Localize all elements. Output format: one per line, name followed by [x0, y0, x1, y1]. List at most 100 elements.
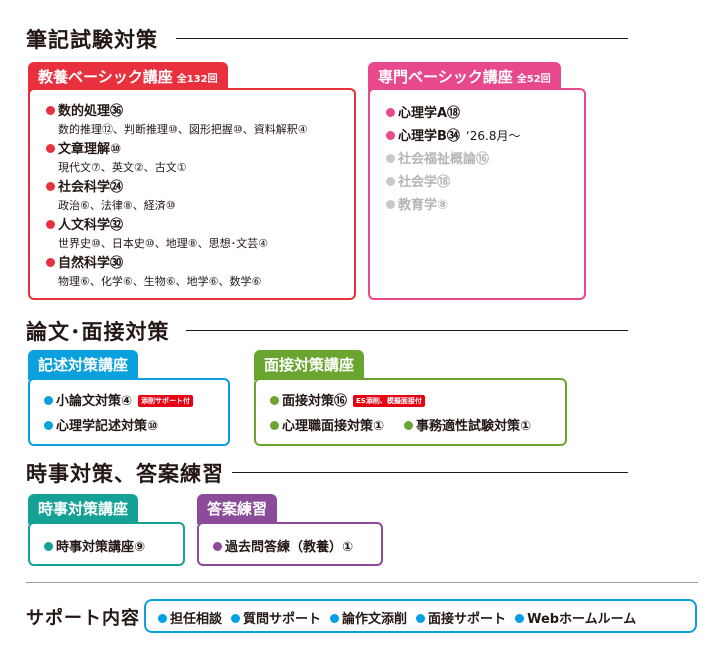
kijutsu-title: 記述対策講座: [38, 356, 129, 374]
toan-item-name: 過去問答練（教養）①: [225, 540, 354, 555]
kyoyo-group-detail: 政治⑥、法律⑧、経済⑩: [58, 199, 176, 212]
senmon-title: 専門ベーシック講座: [378, 68, 513, 86]
kyoyo-box: 数的処理㊱ 数的推理⑫、判断推理⑩、図形把握⑩、資料解釈④ 文章理解⑩ 現代文⑦…: [28, 88, 356, 300]
toan-box: 過去問答練（教養）①: [197, 522, 383, 566]
bullet-icon: [46, 258, 55, 267]
kyoyo-group-name: 文章理解⑩: [58, 142, 122, 157]
kyoyo-group-detail: 世界史⑩、日本史⑩、地理⑧、思想･文芸④: [58, 237, 268, 250]
senmon-item: 社会学⑱: [386, 171, 450, 190]
kijutsu-item-name: 心理学記述対策⑩: [56, 419, 159, 434]
bullet-icon: [44, 542, 53, 551]
kijutsu-item: 心理学記述対策⑩: [44, 415, 158, 434]
mensetsu-item-name: 事務適性試験対策①: [416, 419, 532, 434]
senmon-item: 心理学B㉞‘26.8月～: [386, 125, 520, 144]
kyoyo-title: 教養ベーシック講座: [38, 68, 173, 86]
mensetsu-item-name: 面接対策⑯: [282, 394, 348, 409]
kyoyo-group: 数的処理㊱: [46, 100, 123, 119]
toan-item: 過去問答練（教養）①: [213, 536, 353, 555]
support-item-label: 面接サポート: [428, 612, 507, 627]
kyoyo-group-name: 数的処理㊱: [58, 104, 124, 119]
support-tag: 添削サポート付: [138, 395, 194, 407]
toan-title: 答案練習: [207, 500, 268, 518]
kyoyo-group: 社会科学㉔: [46, 176, 123, 195]
mensetsu-tab: 面接対策講座: [254, 350, 365, 380]
kyoyo-group-name: 自然科学㉚: [58, 256, 124, 271]
bullet-icon: [44, 396, 53, 405]
kijutsu-item: 小論文対策④ 添削サポート付: [44, 390, 194, 409]
bullet-icon: [515, 614, 525, 623]
jiji-item-name: 時事対策講座⑨: [56, 540, 146, 555]
bullet-icon: [46, 106, 55, 115]
support-item: 担任相談: [158, 608, 222, 627]
bullet-icon: [158, 614, 167, 623]
mensetsu-item: 事務適性試験対策①: [404, 415, 531, 434]
senmon-box: 心理学A⑱ 心理学B㉞‘26.8月～ 社会福祉概論⑯ 社会学⑱ 教育学⑧: [368, 88, 586, 300]
support-item-label: 質問サポート: [243, 612, 322, 627]
kyoyo-group: 文章理解⑩: [46, 138, 121, 157]
kyoyo-group: 自然科学㉚: [46, 252, 123, 271]
section-title-essay: 論文･面接対策: [26, 320, 170, 344]
support-item: 質問サポート: [231, 608, 321, 627]
senmon-item-name: 教育学⑧: [398, 198, 449, 213]
bullet-icon: [416, 614, 426, 623]
divider: [26, 582, 698, 583]
kyoyo-group-detail: 現代文⑦、英文②、古文①: [58, 161, 187, 174]
bullet-icon: [330, 614, 340, 623]
senmon-item-name: 社会福祉概論⑯: [398, 152, 490, 167]
kyoyo-group: 人文科学㉜: [46, 214, 123, 233]
support-label: サポート内容: [26, 608, 140, 629]
bullet-icon: [46, 220, 55, 229]
bullet-icon: [386, 154, 395, 163]
mensetsu-item: 面接対策⑯ ES添削、模擬面接付: [270, 390, 425, 409]
kyoyo-group-name: 人文科学㉜: [58, 218, 124, 233]
toan-tab: 答案練習: [197, 494, 278, 524]
bullet-icon: [44, 421, 53, 430]
section-rule: [176, 38, 628, 39]
bullet-icon: [213, 542, 222, 551]
support-item-label: Webホームルーム: [527, 612, 637, 627]
mensetsu-title: 面接対策講座: [264, 356, 355, 374]
kyoyo-count: 全132回: [176, 74, 218, 85]
senmon-item: 心理学A⑱: [386, 102, 460, 121]
bullet-icon: [231, 614, 241, 623]
support-box: 担任相談 質問サポート 論作文添削 面接サポート Webホームルーム: [144, 599, 697, 633]
section-rule: [232, 472, 628, 473]
mensetsu-item-name: 心理職面接対策①: [282, 419, 385, 434]
kijutsu-box: 小論文対策④ 添削サポート付 心理学記述対策⑩: [28, 378, 230, 446]
support-item-label: 論作文添削: [342, 612, 408, 627]
bullet-icon: [404, 421, 413, 430]
kyoyo-group-detail: 物理⑥、化学⑥、生物⑥、地学⑥、数学⑥: [58, 275, 262, 288]
support-item-label: 担任相談: [170, 612, 223, 627]
bullet-icon: [386, 200, 395, 209]
bullet-icon: [270, 421, 279, 430]
jiji-title: 時事対策講座: [38, 500, 129, 518]
kijutsu-item-name: 小論文対策④: [56, 394, 133, 409]
support-item: 論作文添削: [330, 608, 407, 627]
section-title-written: 筆記試験対策: [26, 28, 158, 52]
bullet-icon: [46, 144, 55, 153]
bullet-icon: [46, 182, 55, 191]
jiji-item: 時事対策講座⑨: [44, 536, 145, 555]
senmon-item: 社会福祉概論⑯: [386, 148, 489, 167]
jiji-box: 時事対策講座⑨: [28, 522, 185, 566]
kyoyo-group-detail: 数的推理⑫、判断推理⑩、図形把握⑩、資料解釈④: [58, 123, 308, 136]
senmon-item: 教育学⑧: [386, 194, 448, 213]
section-rule: [186, 330, 628, 331]
jiji-tab: 時事対策講座: [28, 494, 139, 524]
mensetsu-item: 心理職面接対策①: [270, 415, 384, 434]
kyoyo-group-name: 社会科学㉔: [58, 180, 124, 195]
senmon-item-name: 心理学A⑱: [398, 106, 461, 121]
support-item: Webホームルーム: [515, 608, 636, 627]
senmon-count: 全52回: [516, 74, 551, 85]
mensetsu-box: 面接対策⑯ ES添削、模擬面接付 心理職面接対策① 事務適性試験対策①: [254, 378, 567, 446]
senmon-item-note: ‘26.8月～: [465, 129, 521, 143]
section-title-current: 時事対策、答案練習: [26, 462, 224, 486]
bullet-icon: [270, 396, 279, 405]
bullet-icon: [386, 108, 395, 117]
bullet-icon: [386, 177, 395, 186]
support-tag: ES添削、模擬面接付: [353, 395, 425, 407]
kijutsu-tab: 記述対策講座: [28, 350, 139, 380]
senmon-item-name: 社会学⑱: [398, 175, 451, 190]
support-item: 面接サポート: [416, 608, 506, 627]
bullet-icon: [386, 131, 395, 140]
